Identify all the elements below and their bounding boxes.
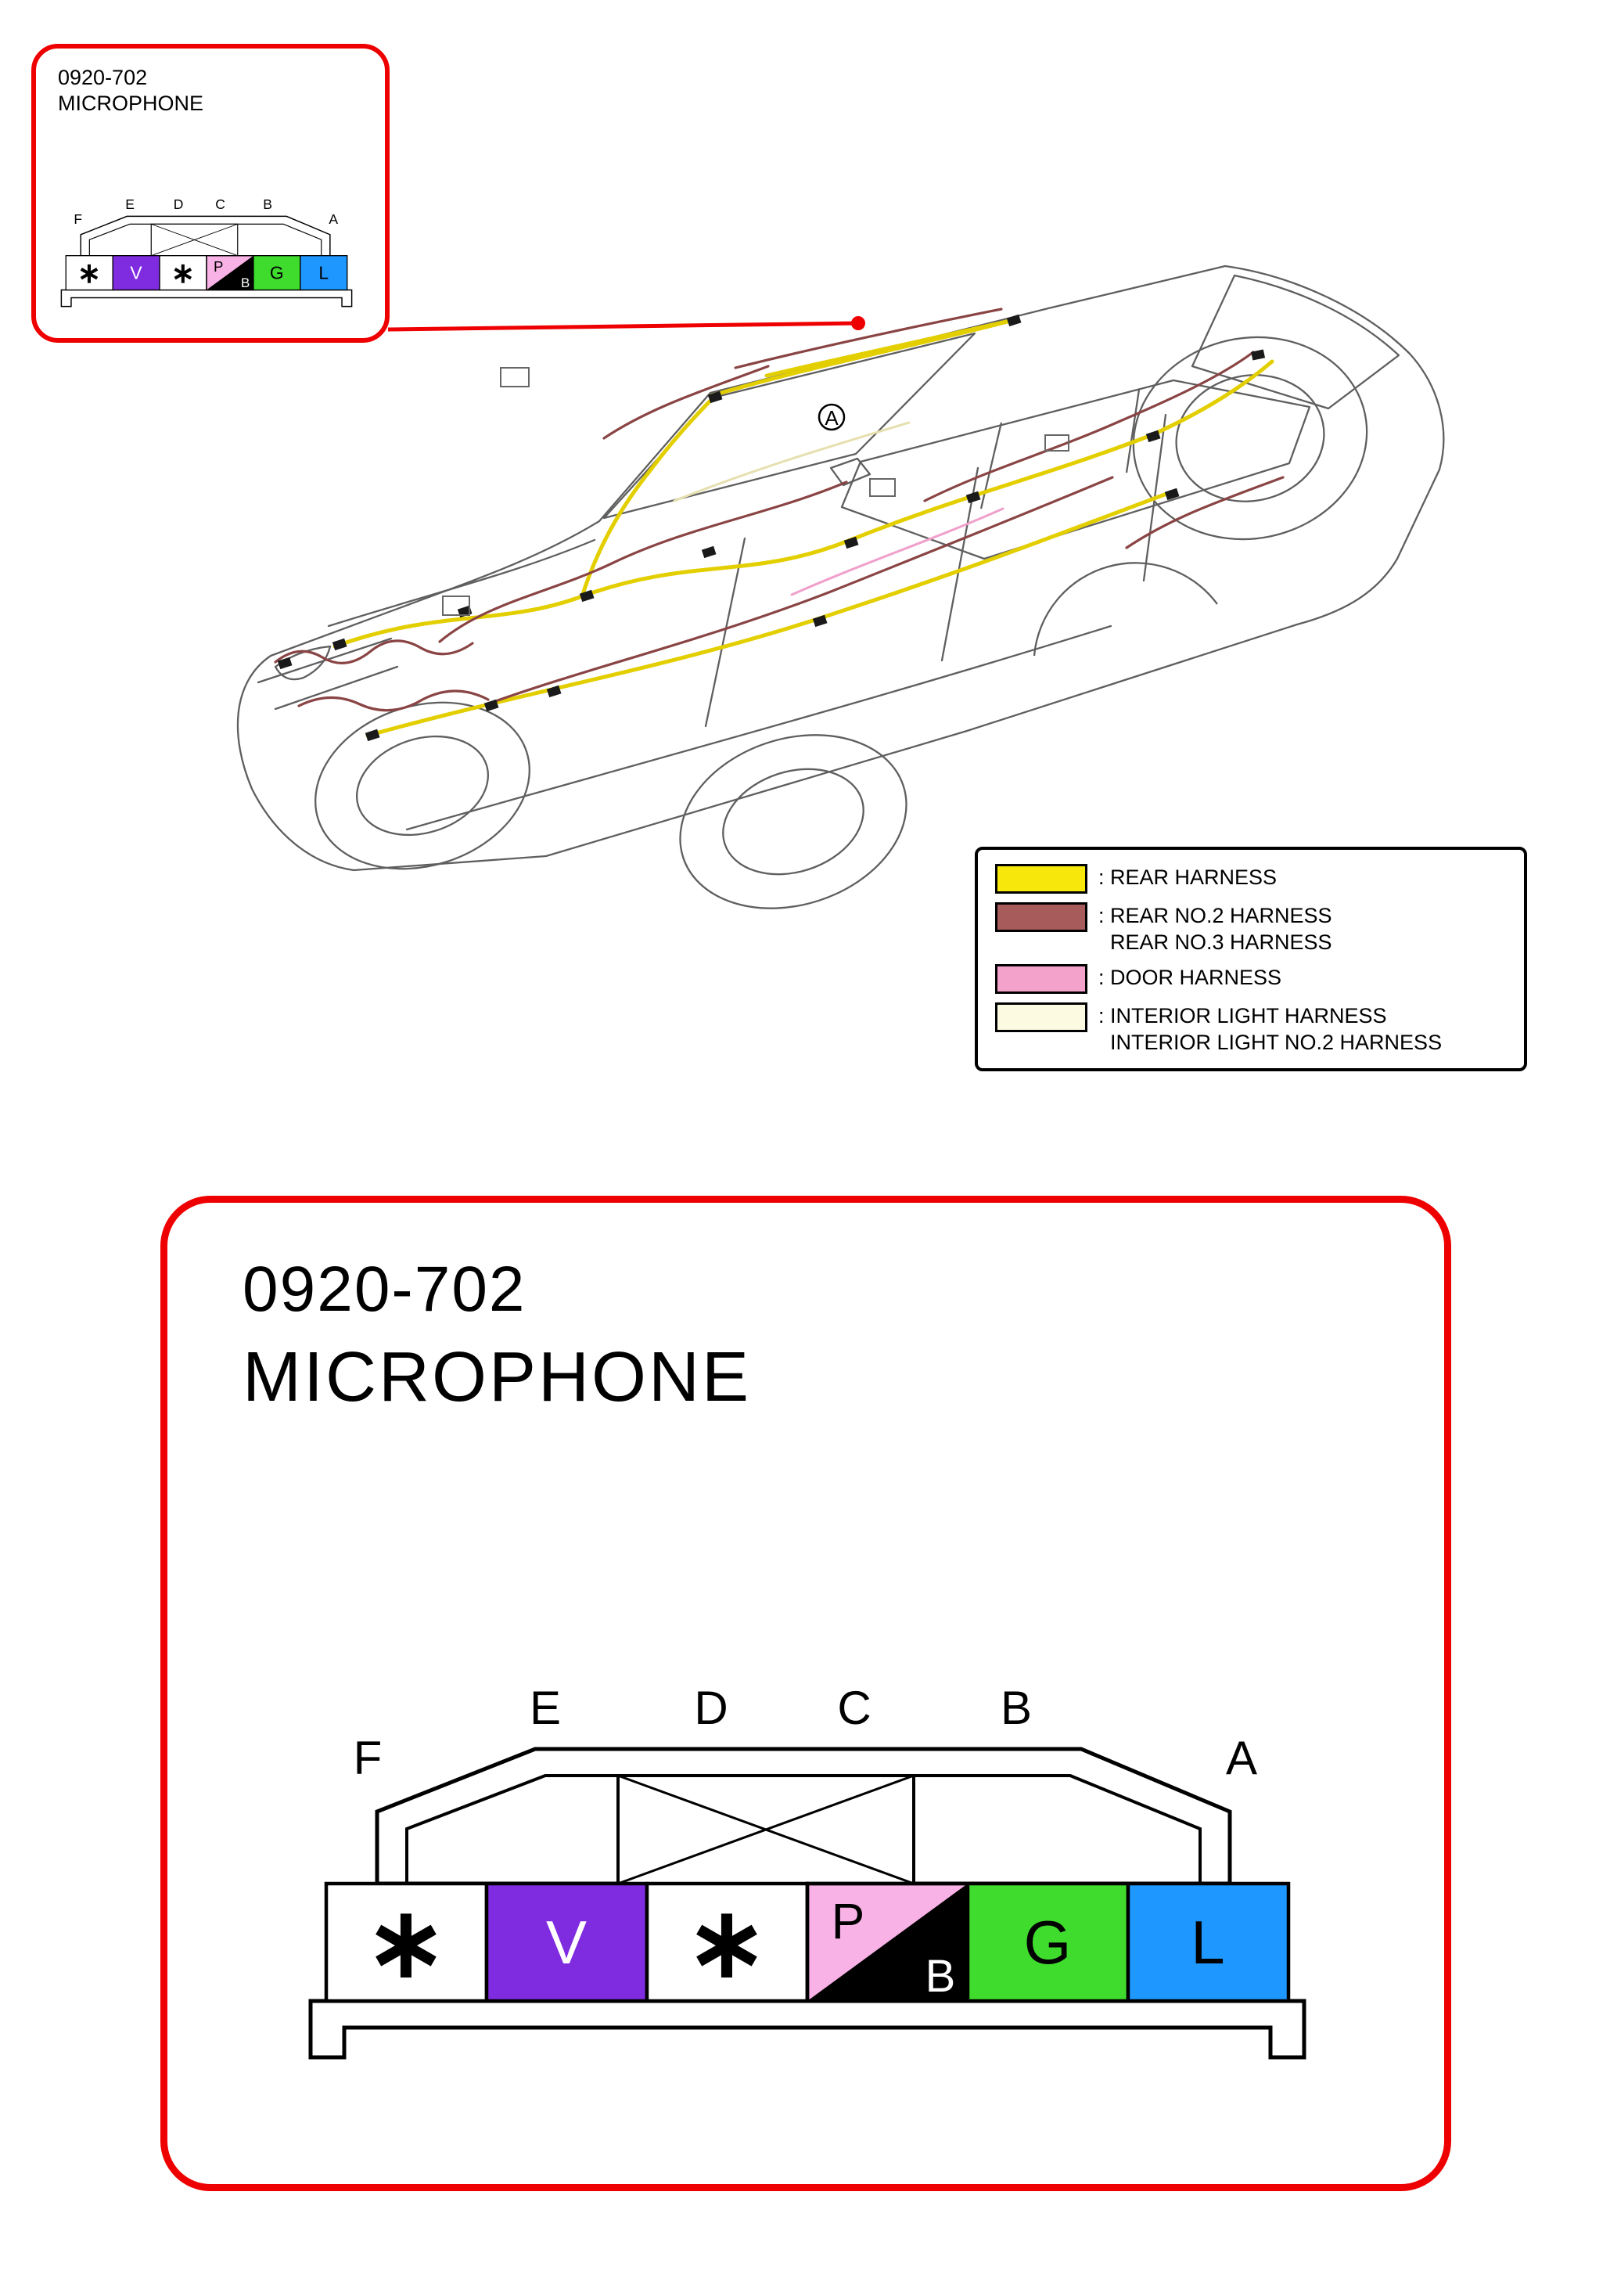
wire-code-v: V — [130, 263, 142, 283]
harness-rear-yellow — [332, 317, 1274, 738]
location-callout-circle — [818, 403, 846, 431]
legend-label: : REAR NO.2 HARNESS — [1098, 904, 1332, 927]
cell-E — [112, 255, 160, 291]
legend-item-rear: : REAR HARNESS — [995, 864, 1508, 894]
pin-label-c: C — [215, 196, 225, 212]
connector-diagram-large: F E D C B A ∗ V ∗ P B G L — [299, 1625, 1316, 2083]
connector-diagram-mini: F E D C B A ∗ V ∗ P B G L — [58, 180, 355, 317]
wire-code-v: V — [546, 1908, 587, 1977]
part-code: 0920-702 — [58, 66, 148, 89]
legend-item-interior-light: : INTERIOR LIGHT HARNESS INTERIOR LIGHT … — [995, 1002, 1508, 1056]
harness-interior-cream — [673, 421, 911, 502]
car-wheels — [314, 336, 1368, 909]
harness-door-pink — [790, 507, 1004, 596]
location-callout-a: A — [818, 403, 846, 431]
wire-code-b: B — [925, 1951, 956, 2002]
legend-label: : REAR HARNESS — [1098, 865, 1278, 889]
callout-dot — [851, 316, 865, 330]
pin-label-f: F — [354, 1732, 383, 1784]
legend-swatch-interior-light — [995, 1002, 1087, 1032]
legend-item-door: : DOOR HARNESS — [995, 964, 1508, 994]
legend-label: : INTERIOR LIGHT HARNESS — [1098, 1004, 1387, 1027]
legend-swatch-rear — [995, 864, 1087, 894]
wire-code-p: P — [832, 1893, 865, 1949]
pin-labels: F E D C B A — [354, 1682, 1257, 1784]
pin-label-a: A — [329, 211, 338, 227]
cell-A — [1126, 1881, 1291, 2003]
legend-label: : DOOR HARNESS — [1098, 966, 1282, 989]
wire-code-g: G — [1024, 1908, 1072, 1977]
harness-legend: : REAR HARNESS : REAR NO.2 HARNESS REAR … — [975, 847, 1527, 1071]
callout-line — [387, 321, 859, 332]
part-name-large: MICROPHONE — [243, 1338, 752, 1416]
wire-code-b: B — [241, 275, 250, 290]
wire-code-l: L — [318, 263, 329, 283]
car-relay-boxes — [442, 367, 1069, 616]
pin-label-b: B — [263, 196, 272, 212]
harness-rear2-maroon — [274, 308, 1285, 712]
connector-base — [60, 289, 353, 308]
wire-code-p: P — [214, 258, 223, 275]
legend-label-2: REAR NO.3 HARNESS — [1110, 930, 1332, 954]
part-code-large: 0920-702 — [243, 1254, 526, 1325]
cell-C-triangle — [807, 1884, 968, 2001]
wire-code-l: L — [1191, 1908, 1224, 1977]
pin-label-b: B — [1001, 1682, 1032, 1734]
wire-code-asterisk-1: ∗ — [365, 1889, 447, 1997]
part-detail-box: 0920-702 MICROPHONE — [160, 1196, 1451, 2191]
cell-E — [484, 1881, 649, 2003]
wire-code-asterisk-2: ∗ — [686, 1889, 767, 1997]
cell-D — [159, 255, 207, 291]
part-callout-box: 0920-702 MICROPHONE — [31, 44, 390, 343]
cell-A — [300, 255, 348, 291]
cell-F — [65, 255, 113, 291]
pin-label-e: E — [125, 196, 135, 212]
wire-code-asterisk-2: ∗ — [171, 257, 195, 289]
connector-base — [308, 1999, 1306, 2060]
crossed-cavity — [150, 223, 239, 257]
connector-svg: F E D C B A ∗ V ∗ P B G L — [60, 196, 353, 308]
car-scene: A — [236, 265, 1445, 909]
cell-B — [253, 255, 301, 291]
pin-label-d: D — [174, 196, 184, 212]
legend-swatch-door — [995, 964, 1087, 994]
part-name: MICROPHONE — [58, 92, 204, 115]
terminal-cells — [324, 1881, 1291, 2003]
wire-code-g: G — [270, 263, 284, 283]
cell-F — [324, 1881, 489, 2003]
cell-wire-codes: ∗ V ∗ P B G L — [365, 1889, 1225, 2002]
legend-swatch-rear2 — [995, 902, 1087, 932]
pin-labels: F E D C B A — [74, 196, 338, 227]
pin-label-a: A — [1226, 1732, 1257, 1784]
cell-D — [645, 1881, 810, 2003]
crossed-cavity — [616, 1774, 915, 1885]
pin-label-c: C — [837, 1682, 871, 1734]
pin-label-d: D — [694, 1682, 728, 1734]
terminal-cells — [65, 255, 348, 291]
pin-label-e: E — [530, 1682, 561, 1734]
pin-label-f: F — [74, 211, 82, 227]
cell-wire-codes: ∗ V ∗ P B G L — [77, 257, 329, 290]
harness-connectors — [277, 314, 1266, 742]
car-windows — [602, 274, 1400, 560]
location-callout-label: A — [825, 406, 839, 430]
connector-svg: F E D C B A ∗ V ∗ P B G L — [308, 1682, 1306, 2060]
legend-label-2: INTERIOR LIGHT NO.2 HARNESS — [1110, 1031, 1443, 1054]
wire-code-asterisk-1: ∗ — [77, 257, 101, 289]
legend-item-rear2: : REAR NO.2 HARNESS REAR NO.3 HARNESS — [995, 902, 1508, 955]
cell-B — [965, 1881, 1130, 2003]
